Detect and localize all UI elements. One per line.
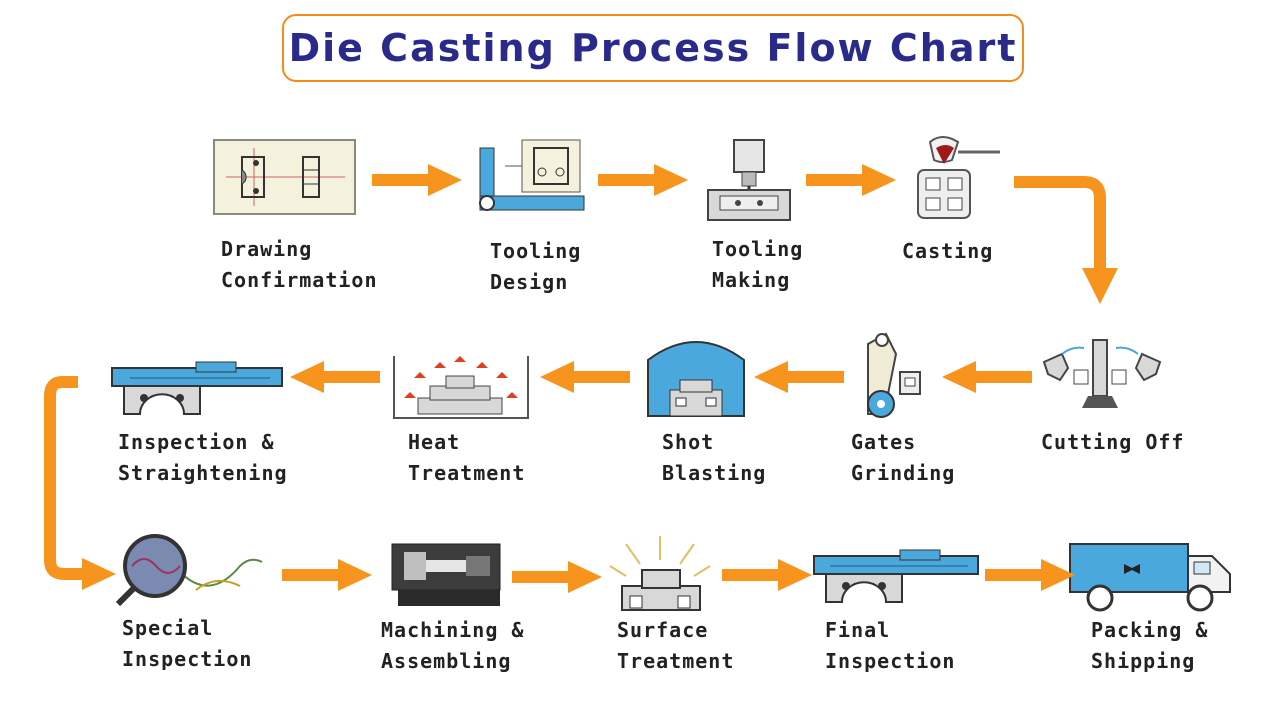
lathe-icon bbox=[391, 543, 501, 606]
cutting-off-icon bbox=[1042, 339, 1162, 408]
arrow-gates-grinding-to-shot-blasting bbox=[754, 361, 844, 393]
arrow-casting-to-cutting-off bbox=[1014, 176, 1118, 304]
step-label-casting: Casting bbox=[902, 239, 994, 263]
step-label-machining-assembling: Machining &Assembling bbox=[381, 618, 525, 673]
step-label-cutting-off: Cutting Off bbox=[1041, 430, 1185, 454]
surface-treatment-icon bbox=[609, 536, 711, 611]
arrow-inspection-to-special-inspection bbox=[44, 376, 116, 590]
caliper-icon bbox=[111, 361, 283, 415]
heat-treatment-icon bbox=[393, 356, 529, 419]
arrow-heat-treatment-to-inspection bbox=[290, 361, 380, 393]
final-caliper-icon bbox=[813, 549, 979, 603]
arrow-tooling-making-to-casting bbox=[806, 164, 896, 196]
truck-icon bbox=[1069, 543, 1231, 612]
tooling-making-icon bbox=[707, 139, 791, 221]
step-label-packing-shipping: Packing &Shipping bbox=[1091, 618, 1209, 673]
arrow-machining-to-surface bbox=[512, 561, 602, 593]
tooling-design-icon bbox=[479, 139, 585, 211]
arrow-special-to-machining bbox=[282, 559, 372, 591]
page-title: Die Casting Process Flow Chart bbox=[288, 26, 1018, 70]
arrow-drawing-to-tooling-design bbox=[372, 164, 462, 196]
gates-grinding-icon bbox=[867, 332, 921, 418]
arrow-shot-blasting-to-heat-treatment bbox=[540, 361, 630, 393]
drawing-icon bbox=[213, 139, 356, 215]
shot-blasting-icon bbox=[647, 341, 745, 417]
casting-icon bbox=[917, 136, 1000, 219]
title-box: Die Casting Process Flow Chart bbox=[282, 14, 1024, 82]
magnifier-icon bbox=[115, 534, 263, 607]
arrow-final-to-packing bbox=[985, 559, 1075, 591]
arrow-tooling-design-to-making bbox=[598, 164, 688, 196]
arrow-surface-to-final bbox=[722, 559, 812, 591]
arrow-cutting-off-to-gates-grinding bbox=[942, 361, 1032, 393]
step-label-inspection-straightening: Inspection &Straightening bbox=[118, 430, 288, 485]
